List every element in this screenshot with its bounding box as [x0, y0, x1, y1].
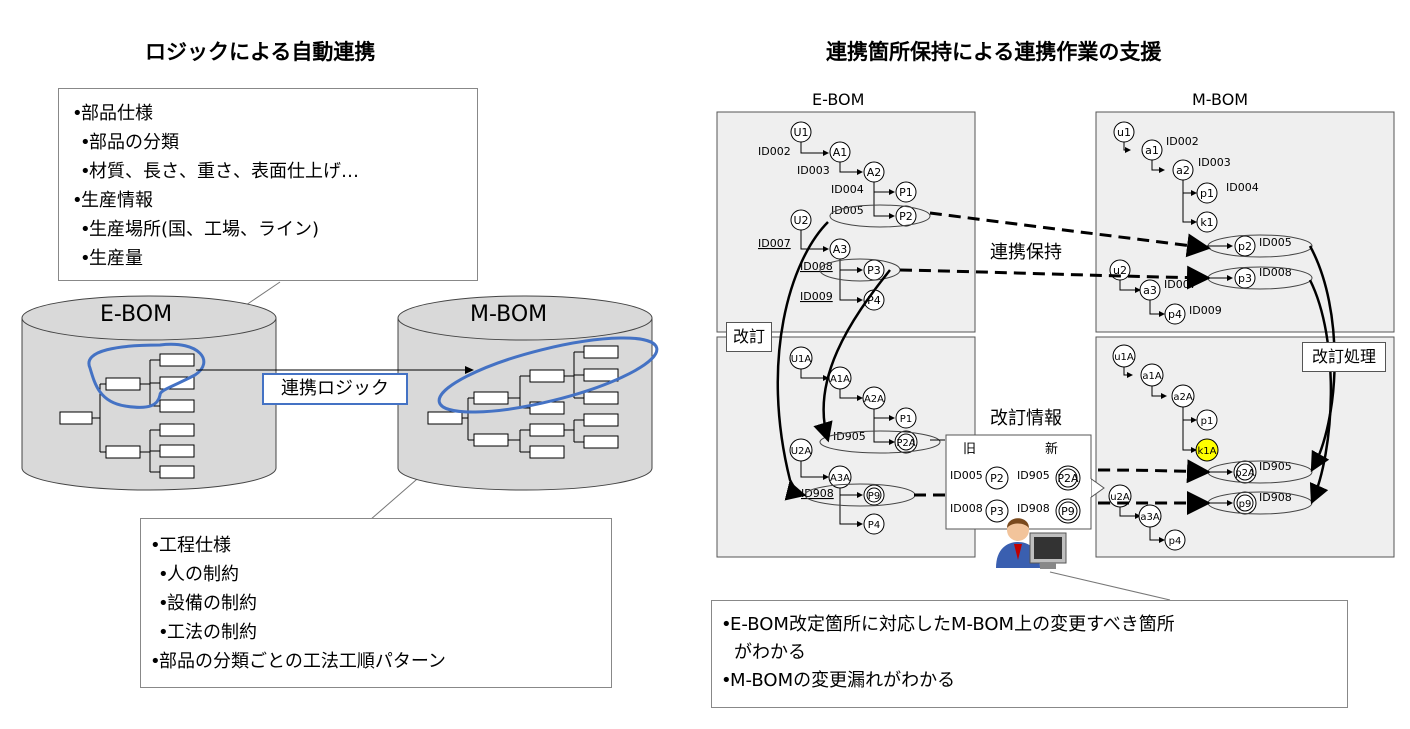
id-label: ID007: [1164, 278, 1197, 291]
process-item: 部品の分類ごとの工法工順パターン: [150, 647, 611, 676]
node-label: P2A: [896, 438, 915, 449]
info-node: P9: [1061, 505, 1075, 518]
node-label: P1: [900, 414, 912, 425]
node-label: p9: [1239, 499, 1252, 510]
node-label: u1A: [1114, 352, 1134, 363]
spec-item: 材質、長さ、重さ、表面仕上げ…: [80, 157, 477, 186]
node-label: a2: [1176, 164, 1190, 177]
right-title: 連携箇所保持による連携作業の支援: [826, 40, 1162, 64]
spec-item: 部品仕様: [72, 99, 477, 128]
person-computer-icon: [996, 518, 1067, 569]
benefit-item: E-BOM改定箇所に対応したM-BOM上の変更すべき箇所: [721, 611, 1347, 639]
node-label: a3: [1143, 284, 1157, 297]
info-node: P3: [990, 505, 1004, 518]
info-node: P2A: [1057, 472, 1079, 485]
node-label: k1A: [1198, 446, 1217, 457]
mbom-panel-label: M-BOM: [1192, 90, 1249, 109]
spec-item: 生産量: [80, 244, 477, 273]
ebom-db-label: E-BOM: [100, 302, 173, 327]
node-label: A2A: [864, 394, 884, 405]
id-label: ID002: [758, 145, 791, 158]
spec-item: 生産場所(国、工場、ライン): [80, 215, 477, 244]
node-label: p4: [1169, 536, 1182, 547]
node-label: A3A: [830, 473, 850, 484]
benefit-item-cont: がわかる: [734, 642, 806, 663]
old-label: 旧: [963, 442, 976, 457]
id-label: ID003: [1198, 156, 1231, 169]
id-label: ID008: [1259, 266, 1292, 279]
link-keep-label: 連携保持: [990, 242, 1062, 263]
node-label: P1: [899, 186, 913, 199]
node-label: u2: [1113, 264, 1127, 277]
id-label: ID007: [758, 237, 791, 250]
node-label: a1A: [1142, 371, 1161, 382]
process-spec-box: 工程仕様 人の制約 設備の制約 工法の制約 部品の分類ごとの工法工順パターン: [140, 518, 612, 688]
node-label: a1: [1145, 144, 1159, 157]
mbom-db-label: M-BOM: [470, 302, 548, 327]
link-logic-label: 連携ロジック: [262, 373, 408, 405]
id-label: ID005: [1259, 236, 1292, 249]
id-label: ID002: [1166, 135, 1199, 148]
id-label: ID009: [800, 290, 833, 303]
revision-label: 改訂: [726, 322, 772, 352]
id-label: ID009: [1189, 304, 1222, 317]
node-label: P4: [868, 520, 880, 531]
node-label: A3: [833, 243, 848, 256]
ebom-cylinder: [21, 295, 277, 491]
node-label: U2A: [791, 446, 812, 457]
id-label: ID003: [797, 164, 830, 177]
node-label: A1A: [830, 374, 850, 385]
process-item: 工程仕様: [150, 531, 611, 560]
node-label: A2: [867, 166, 882, 179]
info-node: P2: [990, 472, 1004, 485]
node-label: p2: [1238, 240, 1252, 253]
ebom-panel-label: E-BOM: [812, 90, 865, 109]
node-label: U2: [793, 214, 808, 227]
new-label: 新: [1045, 441, 1058, 457]
info-id: ID908: [1017, 502, 1050, 515]
node-label: p1: [1201, 416, 1214, 427]
ebom-selection-outline: [87, 342, 206, 409]
id-label: ID908: [1259, 491, 1292, 504]
process-item: 設備の制約: [158, 589, 611, 618]
node-label: a3A: [1140, 512, 1159, 523]
benefit-item: M-BOMの変更漏れがわかる: [721, 667, 1347, 695]
node-label: U1: [793, 126, 808, 139]
node-label: A1: [833, 146, 848, 159]
id-label: ID004: [1226, 181, 1259, 194]
process-item: 工法の制約: [158, 618, 611, 647]
node-label: p4: [1168, 308, 1182, 321]
spec-item: 生産情報: [72, 186, 477, 215]
id-label: ID005: [831, 204, 864, 217]
info-id: ID008: [950, 502, 983, 515]
node-label: P2: [899, 210, 913, 223]
left-title: ロジックによる自動連携: [145, 40, 376, 64]
node-label: p2A: [1235, 468, 1255, 479]
node-label: p3: [1238, 272, 1252, 285]
info-id: ID005: [950, 469, 983, 482]
node-label: P9: [868, 491, 880, 502]
process-item: 人の制約: [158, 560, 611, 589]
part-spec-box: 部品仕様 部品の分類 材質、長さ、重さ、表面仕上げ… 生産情報 生産場所(国、工…: [58, 88, 478, 281]
revision-info-label: 改訂情報: [990, 408, 1062, 429]
spec-item: 部品の分類: [80, 128, 477, 157]
node-label: a2A: [1173, 392, 1192, 403]
info-id: ID905: [1017, 469, 1050, 482]
node-label: u2A: [1110, 492, 1130, 503]
id-label: ID004: [831, 183, 864, 196]
node-label: p1: [1200, 187, 1214, 200]
node-label: k1: [1200, 216, 1213, 229]
benefit-box: E-BOM改定箇所に対応したM-BOM上の変更すべき箇所 がわかる M-BOMの…: [711, 600, 1348, 708]
node-label: U1A: [791, 354, 812, 365]
node-label: P3: [867, 264, 881, 277]
node-label: u1: [1117, 126, 1131, 139]
revision-process-label: 改訂処理: [1302, 342, 1386, 372]
id-label: ID905: [1259, 460, 1292, 473]
left-diagram: [21, 281, 659, 521]
mbom-selection-outline: [437, 336, 659, 414]
id-label: ID008: [800, 260, 833, 273]
